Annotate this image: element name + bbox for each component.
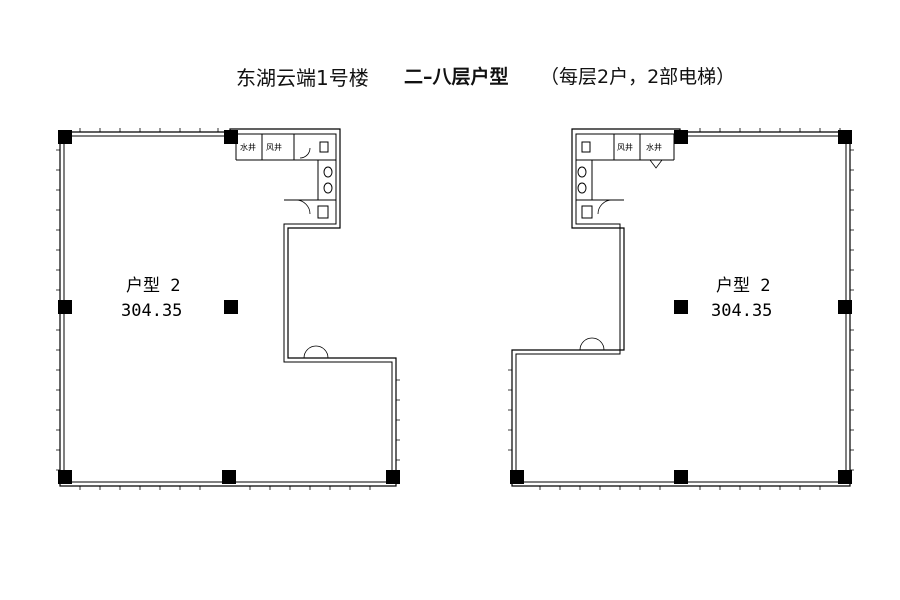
floor-range: 二–八层户型 [404, 66, 509, 88]
left-air-shaft-label: 风井 [266, 142, 282, 152]
door-icon [649, 159, 663, 169]
building-name: 东湖云端1号楼 [236, 66, 369, 90]
left-columns [58, 130, 400, 484]
double-door-icon [579, 337, 605, 351]
column [224, 130, 238, 144]
toilet-icon [323, 166, 333, 178]
right-columns [510, 130, 852, 484]
unit-right [508, 128, 854, 490]
door-icon [597, 199, 613, 215]
right-window-ticks [508, 128, 854, 490]
column [674, 300, 688, 314]
toilet-icon [317, 205, 329, 219]
left-unit-type-label: 户型 2 [126, 276, 180, 296]
right-unit-type-label: 户型 2 [716, 276, 770, 296]
door-icon [299, 147, 311, 159]
column [386, 470, 400, 484]
unit-left [56, 128, 400, 490]
column [222, 470, 236, 484]
column [58, 130, 72, 144]
column [838, 470, 852, 484]
toilet-icon [577, 182, 587, 194]
left-window-ticks [56, 128, 400, 490]
door-icon [295, 199, 311, 215]
column [224, 300, 238, 314]
column [674, 130, 688, 144]
floor-note: （每层2户，2部电梯） [540, 66, 736, 88]
plan-title: 东湖云端1号楼 二–八层户型 （每层2户，2部电梯） [0, 62, 900, 96]
column [510, 470, 524, 484]
left-water-shaft-label: 水井 [240, 142, 256, 152]
toilet-icon [323, 182, 333, 194]
column [674, 470, 688, 484]
column [838, 300, 852, 314]
left-unit-area: 304.35 [121, 301, 182, 321]
column [58, 300, 72, 314]
toilet-icon [581, 205, 593, 219]
column [838, 130, 852, 144]
right-unit-area: 304.35 [711, 301, 772, 321]
right-air-shaft-label: 风井 [617, 142, 633, 152]
sink-icon [319, 141, 329, 153]
double-door-icon [303, 345, 329, 359]
toilet-icon [577, 166, 587, 178]
sink-icon [581, 141, 591, 153]
right-water-shaft-label: 水井 [646, 142, 662, 152]
column [58, 470, 72, 484]
